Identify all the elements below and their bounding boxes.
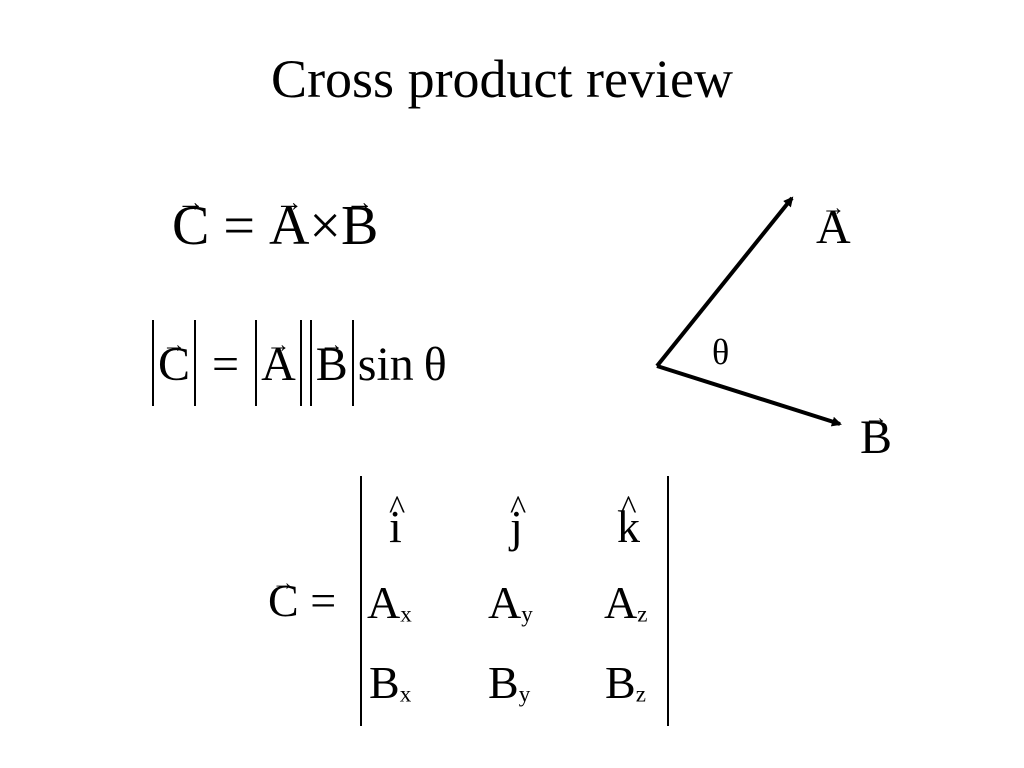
vector-arrow-icon: → bbox=[345, 187, 374, 219]
equals-sign: = bbox=[310, 575, 337, 626]
abs-bar bbox=[194, 320, 197, 406]
vector-a: →A bbox=[261, 333, 296, 392]
sin-function: sin bbox=[357, 338, 414, 392]
vector-b: →B bbox=[341, 189, 379, 257]
vector-c-letter: C bbox=[158, 338, 191, 392]
vector-arrow-icon: → bbox=[275, 187, 304, 219]
vector-arrow-icon: → bbox=[864, 405, 888, 432]
cross-product-definition: →C = →A×→B bbox=[172, 189, 379, 257]
component-az: Az bbox=[604, 577, 648, 628]
vector-a-arrow bbox=[655, 196, 794, 368]
equals-sign: = bbox=[223, 195, 255, 257]
diagram-angle-label: θ bbox=[712, 332, 730, 372]
unit-vector-k: ^k bbox=[617, 488, 640, 552]
vector-b: →B bbox=[315, 333, 348, 392]
component-bz: Bz bbox=[605, 657, 646, 708]
diagram-label-b: →B bbox=[860, 405, 893, 464]
component-ay: Ay bbox=[488, 577, 533, 628]
vector-arrow-icon: → bbox=[271, 569, 295, 595]
component-by: By bbox=[488, 657, 531, 708]
hat-icon: ^ bbox=[620, 488, 637, 527]
abs-bar bbox=[255, 320, 258, 406]
times-sign: × bbox=[309, 195, 341, 257]
hat-icon: ^ bbox=[389, 488, 406, 527]
vector-a-letter: A bbox=[261, 338, 296, 392]
vector-c-letter: C bbox=[268, 575, 299, 626]
vector-b-letter: B bbox=[341, 195, 379, 257]
equals-sign: = bbox=[212, 338, 240, 392]
determinant-lhs: →C = bbox=[268, 571, 337, 626]
vector-a: →A bbox=[268, 189, 310, 257]
vector-arrow-icon: → bbox=[821, 195, 846, 222]
vector-arrow-icon: → bbox=[176, 187, 205, 219]
vector-c: →C bbox=[158, 333, 191, 392]
diagram-label-a: →A bbox=[816, 195, 851, 254]
unit-vector-i: ^i bbox=[389, 488, 406, 552]
unit-vector-j: ^j bbox=[510, 488, 527, 552]
vector-arrow-icon: → bbox=[162, 332, 186, 359]
abs-bar bbox=[309, 320, 312, 406]
component-bx: Bx bbox=[369, 657, 412, 708]
abs-bar bbox=[152, 320, 154, 406]
vector-b-letter: B bbox=[315, 338, 348, 392]
vector-c: →C bbox=[268, 571, 299, 626]
abs-bar bbox=[299, 320, 302, 406]
vector-c: →C bbox=[172, 189, 210, 257]
determinant-left-bar bbox=[360, 476, 362, 726]
theta-symbol: θ bbox=[423, 338, 447, 392]
slide-title: Cross product review bbox=[271, 49, 733, 109]
vector-arrow-icon: → bbox=[319, 332, 344, 359]
vector-b-arrow bbox=[656, 364, 842, 427]
abs-bar bbox=[351, 320, 354, 406]
vector-a-letter: A bbox=[268, 195, 310, 257]
vector-c-letter: C bbox=[172, 195, 210, 257]
hat-icon: ^ bbox=[510, 488, 527, 527]
vector-arrow-icon: → bbox=[266, 332, 291, 359]
determinant-right-bar bbox=[667, 476, 669, 726]
component-ax: Ax bbox=[367, 577, 412, 628]
